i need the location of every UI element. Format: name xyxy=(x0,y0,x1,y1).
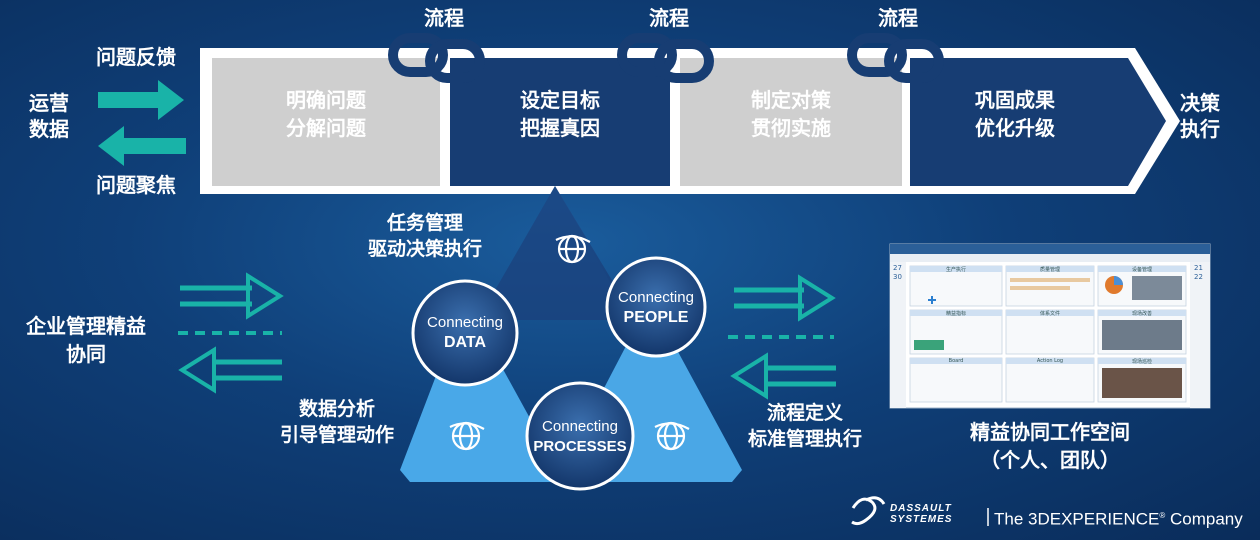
panel-title: 质量管理 xyxy=(1039,267,1060,273)
connecting-people-label: Connecting PEOPLE xyxy=(607,289,705,329)
company-suffix: Company xyxy=(1169,509,1243,529)
triangle-left xyxy=(400,300,565,482)
step-2-box xyxy=(450,58,670,186)
company-name: The 3DEXPERIENCE xyxy=(994,509,1160,529)
connecting-people-line1: Connecting xyxy=(618,289,694,306)
brand-logo-text: DASSAULT SYSTEMES xyxy=(890,503,952,525)
globe-icon xyxy=(449,421,485,451)
feedback-label: 问题反馈 xyxy=(96,45,176,69)
decision-label: 决策 执行 xyxy=(1180,91,1220,141)
left-caption: 数据分析 引导管理动作 xyxy=(279,398,394,446)
connecting-processes-line1: Connecting xyxy=(542,418,618,435)
double-arrow-left-icon xyxy=(730,352,836,400)
workspace-label: 精益协同工作空间 （个人、团队） xyxy=(970,420,1130,472)
chain-link-icon xyxy=(847,33,944,83)
panel-title: 生产执行 xyxy=(945,267,966,273)
double-arrow-left-icon xyxy=(178,346,282,394)
company-tagline: The 3DEXPERIENCE® Company xyxy=(994,509,1243,529)
triangle-top-shade xyxy=(478,186,632,320)
panel-title: Board xyxy=(948,358,964,364)
panel-title: 设备管理 xyxy=(1131,267,1152,273)
ops-data-label: 运营 数据 xyxy=(29,91,69,141)
flow-label: 流程 xyxy=(878,6,918,30)
screenshot-date-left-2: 30 xyxy=(893,273,902,281)
double-arrow-right-icon xyxy=(734,274,836,322)
flow-label: 流程 xyxy=(424,6,464,30)
panel-title: Action Log xyxy=(1036,358,1064,364)
step-1-label: 明确问题 分解问题 xyxy=(286,88,366,140)
brand-line2: SYSTEMES xyxy=(890,514,953,525)
right-caption: 流程定义 标准管理执行 xyxy=(747,402,862,450)
connecting-processes-line2: PROCESSES xyxy=(533,438,627,455)
double-arrow-right-icon xyxy=(180,272,284,320)
step-4-box xyxy=(910,58,1166,186)
connecting-processes-circle xyxy=(525,381,635,491)
screenshot-date-right-1: 21 xyxy=(1194,264,1203,272)
globe-icon xyxy=(654,421,690,451)
step-4-label: 巩固成果 优化升级 xyxy=(975,88,1055,140)
connecting-data-line1: Connecting xyxy=(427,314,503,331)
screenshot-date-left-1: 27 xyxy=(893,264,902,272)
brand-line1: DASSAULT xyxy=(890,503,952,514)
connecting-people-line2: PEOPLE xyxy=(623,309,689,326)
panel-title: 体系文件 xyxy=(1039,311,1060,317)
step-3-box xyxy=(680,58,902,186)
connecting-people-circle xyxy=(605,256,707,358)
screenshot-date-right-2: 22 xyxy=(1194,273,1203,281)
connecting-data-circle xyxy=(411,279,519,387)
focus-label: 问题聚焦 xyxy=(96,173,176,197)
step-3-label: 制定对策 贯彻实施 xyxy=(751,88,831,140)
arrow-left-icon xyxy=(98,126,186,166)
connecting-processes-label: Connecting PROCESSES xyxy=(527,418,633,458)
panel-title: 现场改善 xyxy=(1131,311,1152,317)
arrow-right-icon xyxy=(98,80,184,120)
step-2-label: 设定目标 把握真因 xyxy=(520,88,600,140)
panel-title: 现场巡检 xyxy=(1131,359,1152,365)
flow-label: 流程 xyxy=(649,6,689,30)
top-caption: 任务管理 驱动决策执行 xyxy=(367,212,482,260)
globe-icon xyxy=(555,234,591,264)
step-1-box xyxy=(212,58,440,186)
chain-link-icon xyxy=(617,33,714,83)
workspace-screenshot xyxy=(889,243,1211,409)
connecting-data-label: Connecting DATA xyxy=(413,314,517,354)
chain-link-icon xyxy=(388,33,485,83)
enterprise-label: 企业管理精益 协同 xyxy=(26,314,146,366)
dassault-logo-icon xyxy=(851,496,886,526)
panel-title: 精益指标 xyxy=(945,311,966,317)
connecting-data-line2: DATA xyxy=(443,334,487,351)
